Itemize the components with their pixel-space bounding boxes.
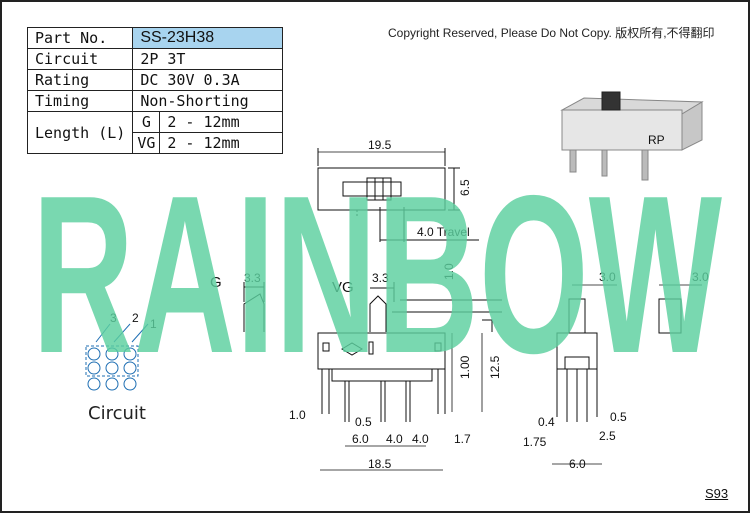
dim-side-175: 1.75 [523,435,547,449]
dim-l-height: 1.0 [442,263,456,280]
spec-row-timing: Timing Non-Shorting [26,90,284,112]
dim-travel: 4.0 Travel [417,225,470,239]
dim-pitch-3: 4.0 [412,432,429,446]
circuit-diagram [85,323,149,391]
dim-side-pin-left: 0.4 [538,415,555,429]
dim-top-height: 6.5 [458,179,472,196]
watermark-text: RAINBOW [32,152,722,382]
actuator-profiles [243,282,502,332]
dim-overall: 18.5 [368,457,392,471]
actuator-vg-label: VG [332,279,354,296]
rating-value: DC 30V 0.3A [132,69,284,91]
timing-value: Non-Shorting [132,90,284,112]
dim-pitch-1: 6.0 [352,432,369,446]
photo-brand-mark: RP [648,133,665,147]
length-value-vg: 2 - 12mm [159,132,284,154]
rainbow-watermark: RAINBOW [32,152,722,382]
spec-row-part-no: Part No. SS-23H38 [26,27,284,49]
side-view [552,284,702,465]
dim-side-top-2: 3.0 [692,270,709,284]
spec-row-length-g: Length (L) G 2 - 12mm [26,111,284,154]
dim-vg-width: 3.3 [372,271,389,285]
dim-body-h1: 1.00 [458,355,472,379]
length-value-g: 2 - 12mm [159,111,284,133]
dim-side-25: 2.5 [599,429,616,443]
dim-side-top: 3.0 [599,270,616,284]
dim-side-pin-right: 0.5 [610,410,627,424]
copyright-notice: Copyright Reserved, Please Do Not Copy. … [388,26,715,40]
actuator-g-label: G [210,274,222,291]
length-label: Length (L) [26,111,134,154]
product-photo [560,91,704,181]
dim-edge: 1.7 [454,432,471,446]
length-type-vg: VG [132,132,161,154]
circuit-caption: Circuit [88,403,146,424]
dim-side-60: 6.0 [569,457,586,471]
part-no-label: Part No. [26,27,134,49]
top-view [317,148,479,242]
spec-row-length-vg: VG 2 - 12mm [28,132,284,154]
circuit-pin-3: 3 [110,311,117,325]
page-id: S93 [705,486,729,501]
spec-table: Part No. SS-23H38 Circuit 2P 3T Rating D… [26,27,284,154]
front-view [317,332,483,471]
dim-g-width: 3.3 [244,271,261,285]
part-no-value: SS-23H38 [132,27,284,49]
circuit-pin-1: 1 [150,317,157,331]
circuit-pin-2: 2 [132,311,139,325]
dim-body-h2: 12.5 [488,355,502,379]
dim-pin-width: 0.5 [355,415,372,429]
dim-top-width: 19.5 [368,138,392,152]
dim-pin-left: 1.0 [289,408,306,422]
dim-pitch-2: 4.0 [386,432,403,446]
